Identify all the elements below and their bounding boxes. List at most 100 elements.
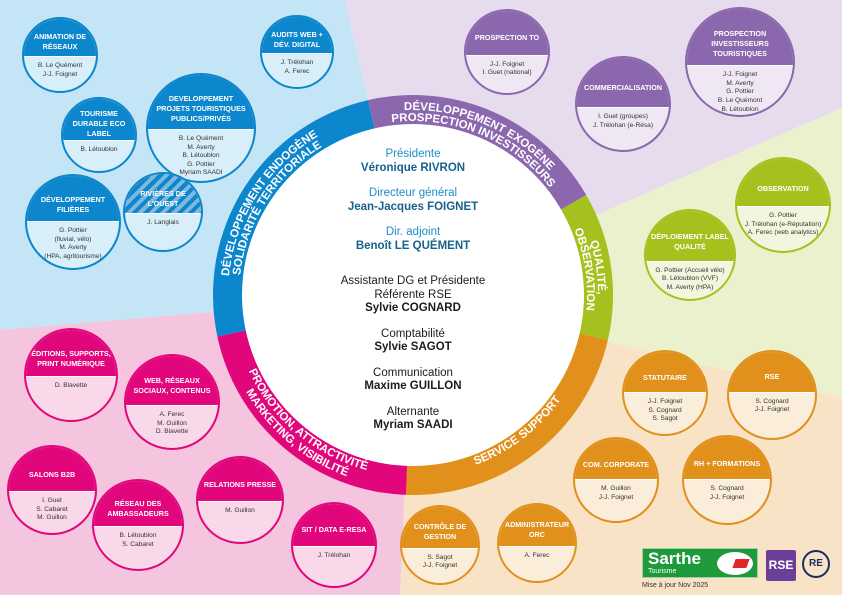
member-role: Directeur général <box>368 187 458 199</box>
person: M. Averty (HPA) <box>666 283 714 291</box>
member-role: Comptabilité <box>381 327 445 340</box>
person: J. Trélohan (e-Résa) <box>592 121 654 129</box>
member-name: Myriam SAADI <box>373 419 453 431</box>
person: S. Cabaret <box>122 540 154 548</box>
person: M. Guillon <box>601 485 631 493</box>
person: J. Langlais <box>147 219 179 226</box>
person: S. Cognard <box>755 397 789 405</box>
member-name: Benoît LE QUÉMENT <box>355 239 471 252</box>
bubble-purple: Prospection investisseurs touristiquesJ-… <box>685 7 795 117</box>
person: J. Trélohan (e-Réputation) <box>744 220 822 228</box>
bubble-people: G. Pottier(fluvial, vélo)M. Averty(HPA, … <box>27 222 119 268</box>
person: S. Cabaret <box>36 505 68 513</box>
bubble-people: A. Ferec <box>499 547 575 581</box>
logo-sarthe-text: Sarthe <box>648 549 701 568</box>
bubble-green: Déploiement label qualitéG. Pottier (Acc… <box>644 209 736 301</box>
member-role: Dir. adjoint <box>385 226 441 238</box>
person: J-J. Foignet <box>647 398 683 406</box>
person: A. Ferec <box>524 551 550 559</box>
person: A. Ferec <box>159 410 185 418</box>
person: (HPA, agritourisme) <box>44 252 102 260</box>
bubble-people: B. Létoublon <box>63 141 135 171</box>
person: D. Blavette <box>54 382 88 389</box>
person: B. Létoublon <box>182 152 220 160</box>
person: M. Guillon <box>37 514 67 522</box>
person: Myriam SAADI <box>179 169 223 177</box>
person: G. Pottier (Accueil vélo) <box>655 266 725 274</box>
person: G. Pottier <box>726 88 754 96</box>
bubble-pink: Éditions, supports, print numériqueD. Bl… <box>24 328 118 422</box>
person: M. Averty <box>59 244 87 252</box>
bubble-people: I. Guet (groupes)J. Trélohan (e-Résa) <box>577 108 669 150</box>
person: B. Le Quément <box>178 135 224 142</box>
person: B. Létoublon <box>119 532 157 539</box>
bubble-people: M. Guillon <box>198 502 282 542</box>
person: D. Blavette <box>155 428 189 436</box>
member-name: Sylvie SAGOT <box>374 341 452 353</box>
bubble-people: G. Pottier (Accueil vélo)B. Létoublon (V… <box>646 262 734 299</box>
bubble-pink: SIT / Data e-resaJ. Trélohan <box>291 502 377 588</box>
person: J-J. Foignet <box>709 493 745 501</box>
person: B. Le Quémont <box>717 96 763 104</box>
person: S. Cognard <box>648 406 682 414</box>
person: A. Ferec (web analytics) <box>747 229 819 237</box>
person: J-J. Foignet <box>722 71 758 79</box>
bubble-purple: CommercialisationI. Guet (groupes)J. Tré… <box>575 56 671 152</box>
person: S. Cognard <box>710 485 744 493</box>
person: M. Averty <box>187 143 215 151</box>
member-role: Communication <box>373 366 453 379</box>
person: J-J. Foignet <box>489 60 525 68</box>
person: B. Létoublon (VVF) <box>661 275 719 283</box>
bubble-pink: Web, réseaux sociaux, contenusA. FerecM.… <box>124 354 220 450</box>
logo-sarthe-subtext: Tourisme <box>648 568 677 575</box>
person: M. Guillon <box>157 419 187 427</box>
bubble-people: J. Langlais <box>125 214 201 250</box>
member-role: Alternante <box>386 405 440 418</box>
person: J. Trélohan <box>280 59 314 66</box>
member-name: Véronique RIVRON <box>360 161 466 174</box>
person: J-J. Foignet <box>598 493 634 501</box>
member-name: Maxime GUILLON <box>364 380 462 392</box>
bubble-blue: Rivières de l'OuestJ. Langlais <box>123 172 203 252</box>
member-role: Assistante DG et Présidente Référente RS… <box>340 275 486 301</box>
person: J. Trélohan <box>317 552 351 559</box>
person: I. Guet <box>42 497 62 504</box>
person: J-J. Foignet <box>754 406 790 414</box>
person: G. Pottier <box>187 160 215 168</box>
sarthe-swoosh-icon <box>717 552 753 575</box>
person: S. Sagot <box>652 415 678 423</box>
bubble-people: D. Blavette <box>26 377 116 420</box>
sarthe-tourisme-logo: Sarthe Tourisme <box>642 548 758 578</box>
direction-member: Assistante DG et Présidente Référente RS… <box>283 275 543 316</box>
region-green <box>413 108 842 398</box>
update-date: Mise à jour Nov 2025 <box>642 582 709 589</box>
re-logo: RE <box>802 550 830 578</box>
rse-badge-logo: RSE <box>766 550 796 581</box>
person: I. Guet (groupes) <box>598 112 648 120</box>
